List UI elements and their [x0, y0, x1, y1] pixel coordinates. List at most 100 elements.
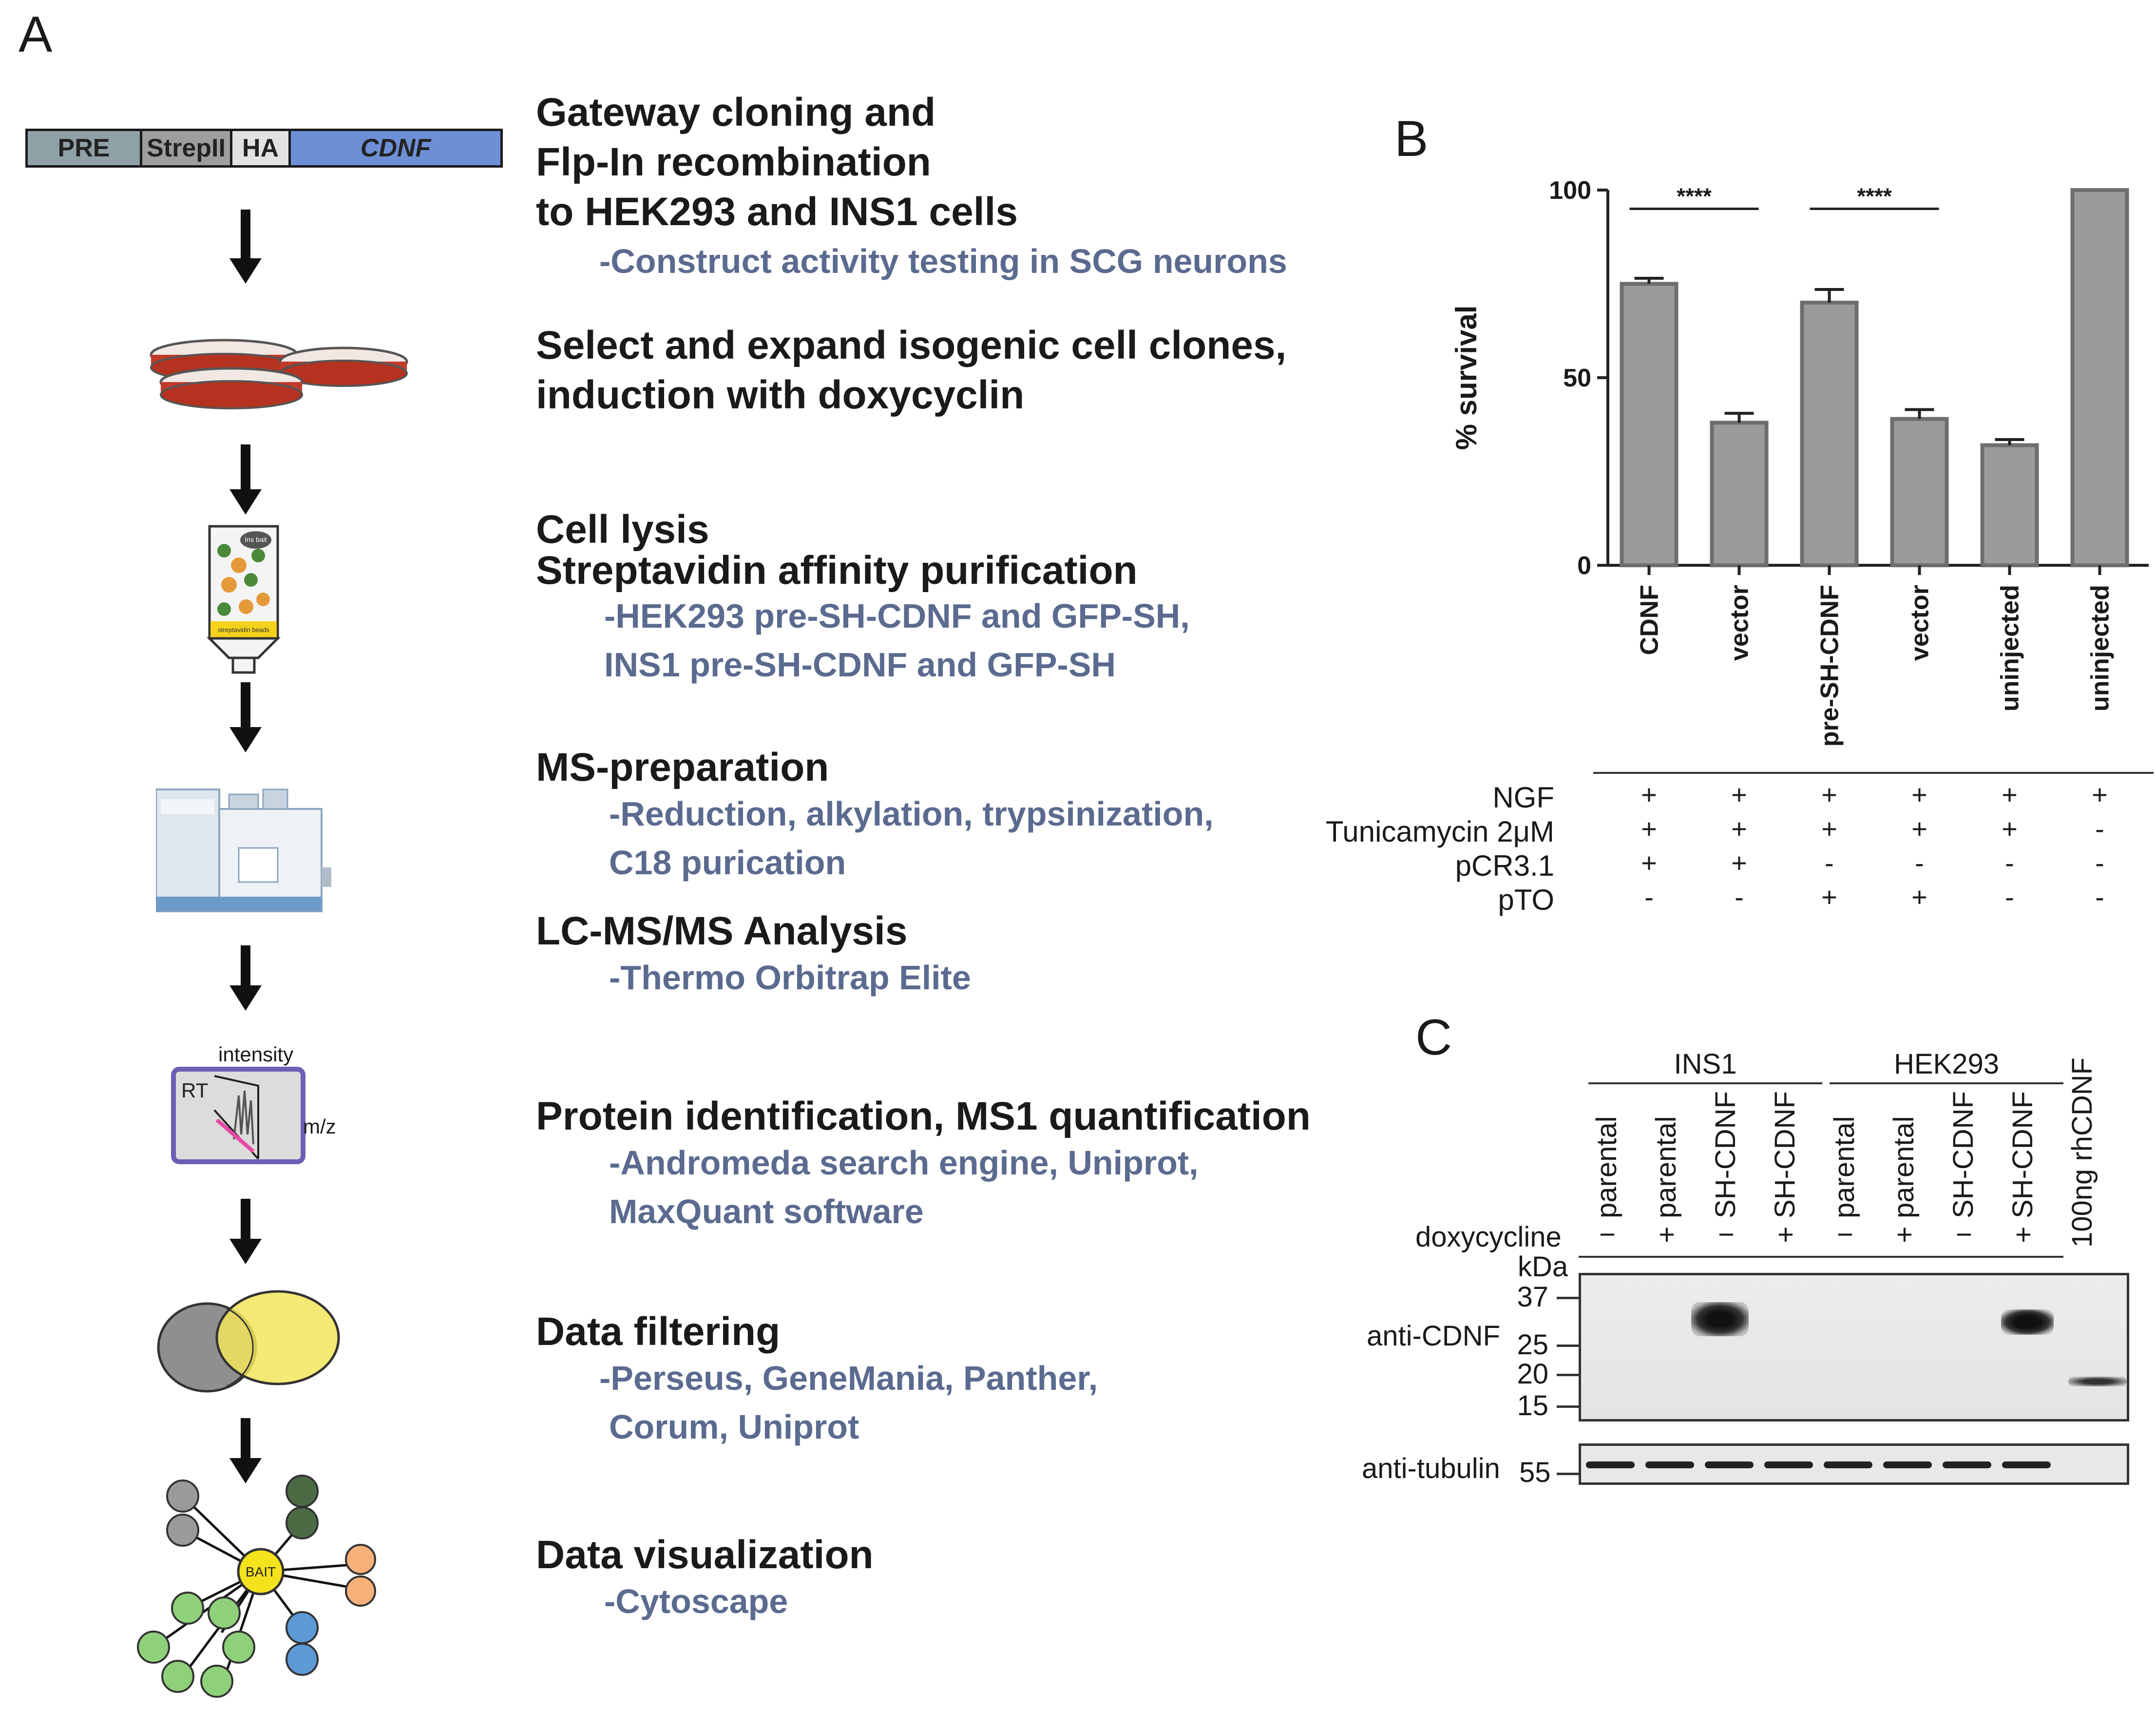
- step-8-sub-line: -Cytoscape: [604, 1582, 788, 1620]
- wb-group-hek293: HEK293: [1830, 1048, 2063, 1084]
- step-5-sub-line: -Thermo Orbitrap Elite: [609, 959, 971, 997]
- wb-lane-label: 100ng rhCDNF: [2066, 1057, 2098, 1248]
- panel-b-letter: B: [1394, 111, 1429, 167]
- bar: [1980, 443, 2039, 567]
- conditions-divider: [1593, 772, 2154, 774]
- rhcdnf-band: [2068, 1377, 2127, 1386]
- doxycycline-value: −: [1837, 1219, 1853, 1250]
- step-4-sub-line: -Reduction, alkylation, trypsinization,: [609, 795, 1214, 833]
- y-tick-label: 50: [1563, 364, 1591, 392]
- tubulin-band: [2002, 1461, 2051, 1468]
- network-bait-label: BAIT: [246, 1564, 276, 1579]
- tubulin-band: [1586, 1461, 1635, 1468]
- bar: [1800, 301, 1859, 567]
- doxycycline-value: +: [1896, 1219, 1913, 1250]
- bar: [2070, 188, 2129, 567]
- step-6-title-line: Protein identification, MS1 quantificati…: [536, 1094, 1311, 1138]
- petri-dish-icon: [150, 339, 408, 409]
- step-1-title-line: to HEK293 and INS1 cells: [536, 190, 1018, 234]
- condition-label: Tunicamycin 2μM: [1325, 815, 1554, 848]
- doxycycline-value: +: [2015, 1219, 2032, 1250]
- cdnf-band: [1691, 1302, 1749, 1336]
- step-4-text: MS-preparation -Reduction, alkylation, t…: [536, 746, 1214, 887]
- condition-value: +: [2092, 779, 2108, 810]
- spectrum-mz-label: m/z: [303, 1115, 336, 1138]
- network-icon: BAIT: [137, 1475, 376, 1698]
- kda-marker-label: 37: [1517, 1281, 1548, 1313]
- construct-cdnf-segment: CDNF: [291, 131, 500, 165]
- wb-lane-label: parental: [1829, 1116, 1860, 1218]
- doxycycline-value: −: [1956, 1219, 1972, 1250]
- tubulin-blot: [1579, 1443, 2129, 1485]
- wb-lane-label: parental: [1888, 1116, 1920, 1218]
- step-6-sub-line: -Andromeda search engine, Uniprot,: [609, 1144, 1199, 1182]
- y-tick-label: 0: [1577, 552, 1591, 580]
- step-6-text: Protein identification, MS1 quantificati…: [536, 1095, 1311, 1236]
- step-8-title-line: Data visualization: [536, 1533, 874, 1577]
- x-tick-label: uninjected: [1996, 585, 2024, 711]
- condition-value: +: [1641, 847, 1657, 878]
- anti-cdnf-label: anti-CDNF: [1367, 1320, 1500, 1352]
- condition-value: -: [2005, 882, 2014, 912]
- step-1-text: Gateway cloning and Flp-In recombination…: [536, 88, 1287, 286]
- step-4-title-line: MS-preparation: [536, 745, 829, 789]
- doxycycline-value: −: [1718, 1219, 1735, 1250]
- condition-value: -: [1915, 847, 1924, 878]
- condition-value: +: [2002, 779, 2018, 810]
- step-8-text: Data visualization -Cytoscape: [536, 1533, 874, 1626]
- wb-group-label: INS1: [1674, 1048, 1737, 1080]
- tubulin-band: [1824, 1461, 1872, 1468]
- kda-label: kDa: [1518, 1251, 1568, 1283]
- step-3-sub-line: -HEK293 pre-SH-CDNF and GFP-SH,: [604, 597, 1190, 635]
- condition-value: +: [2002, 813, 2018, 844]
- doxycycline-value: −: [1599, 1219, 1616, 1250]
- step-3-title-line: Cell lysis: [536, 507, 709, 552]
- condition-label: pTO: [1498, 884, 1554, 916]
- kda-marker-tick: [1557, 1374, 1579, 1376]
- spectrum-intensity-label: intensity: [218, 1043, 294, 1066]
- x-tick-label: CDNF: [1636, 585, 1664, 655]
- x-tick-label: vector: [1906, 585, 1934, 661]
- bar: [1620, 282, 1679, 567]
- wb-group-ins1: INS1: [1588, 1048, 1822, 1084]
- condition-value: +: [1641, 813, 1657, 844]
- step-7-sub-line: -Perseus, GeneMania, Panther,: [599, 1359, 1098, 1397]
- x-tick-label: uninjected: [2086, 585, 2115, 711]
- tubulin-band: [1883, 1461, 1932, 1468]
- step-5-text: LC-MS/MS Analysis -Thermo Orbitrap Elite: [536, 909, 971, 1002]
- step-1-title-line: Gateway cloning and: [536, 90, 936, 134]
- doxycycline-label: doxycycline: [1415, 1221, 1562, 1253]
- conditions-table: NGF++++++Tunicamycin 2μM+++++-pCR3.1++--…: [1286, 772, 2154, 916]
- y-axis-label: % survival: [1450, 306, 1483, 450]
- condition-value: -: [2095, 847, 2104, 878]
- construct-ha-segment: HA: [232, 131, 291, 165]
- bar: [1890, 417, 1949, 567]
- anti-tubulin-label: anti-tubulin: [1362, 1453, 1500, 1484]
- doxycycline-value: +: [1777, 1219, 1794, 1250]
- condition-value: +: [1821, 882, 1837, 912]
- step-7-title-line: Data filtering: [536, 1309, 781, 1354]
- cdnf-band: [2001, 1309, 2054, 1335]
- step-3-sub-line: INS1 pre-SH-CDNF and GFP-SH: [604, 646, 1116, 684]
- condition-value: +: [1911, 813, 1927, 844]
- wb-lane-label: parental: [1650, 1116, 1682, 1218]
- cdnf-blot: [1579, 1273, 2129, 1422]
- spectrum-rt-label: RT: [181, 1079, 208, 1102]
- x-tick-label: pre-SH-CDNF: [1816, 585, 1844, 747]
- step-2-title-line: Select and expand isogenic cell clones,: [536, 323, 1287, 367]
- condition-value: -: [2005, 847, 2014, 878]
- significance-label: ****: [1857, 184, 1892, 209]
- column-bait-label: Ins bait: [245, 536, 267, 543]
- wb-lane-label: parental: [1591, 1116, 1622, 1218]
- bar: [1710, 421, 1769, 568]
- kda-marker-label: 25: [1517, 1329, 1548, 1361]
- wb-lane-label: SH-CDNF: [1947, 1091, 1979, 1218]
- wb-lane-label: SH-CDNF: [1769, 1091, 1801, 1218]
- condition-value: +: [1731, 779, 1747, 810]
- condition-label: pCR3.1: [1455, 849, 1554, 882]
- spectrum-icon: intensity RT m/z: [171, 1043, 336, 1174]
- construct-diagram: PRE StrepII HA CDNF: [25, 129, 503, 168]
- step-2-title-line: induction with doxycyclin: [536, 373, 1025, 417]
